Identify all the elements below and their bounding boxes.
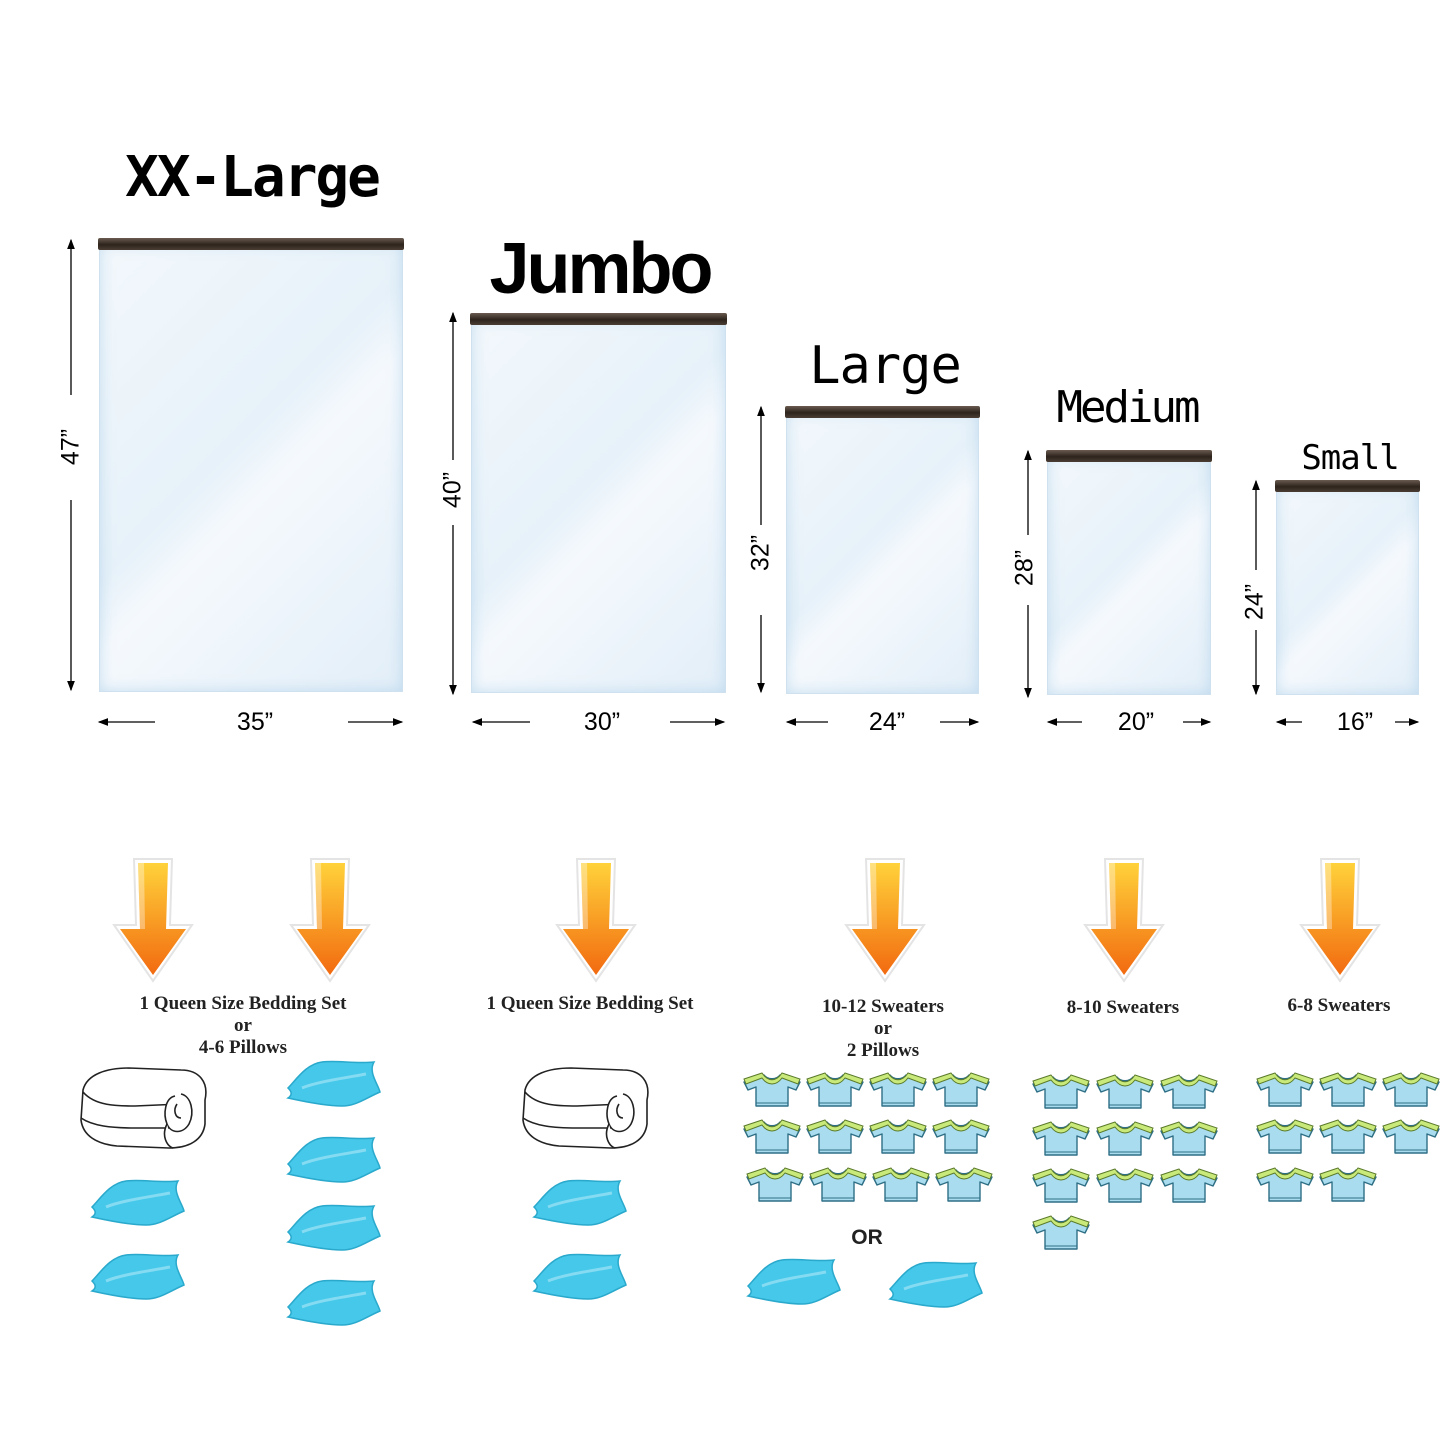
title-large: Large <box>809 336 962 396</box>
width-label-xx-large: 35” <box>236 708 274 736</box>
sweater-icon <box>805 1070 865 1114</box>
folded-comforter-icon <box>77 1062 213 1158</box>
capacity-large: 10-12 Sweaters or 2 Pillows <box>822 996 944 1062</box>
sweater-icon <box>1095 1166 1155 1210</box>
down-arrow-icon <box>842 855 927 989</box>
sweater-icon <box>1318 1117 1378 1161</box>
sweater-icon <box>868 1070 928 1114</box>
capacity-line: 1 Queen Size Bedding Set <box>139 993 347 1014</box>
capacity-line: 10-12 Sweaters <box>822 996 944 1017</box>
title-xx-large: XX-Large <box>125 145 381 210</box>
zipper <box>1275 480 1420 492</box>
width-label-large: 24” <box>868 708 906 736</box>
pillow-icon <box>282 1134 384 1190</box>
sweater-icon <box>1255 1117 1315 1161</box>
width-label-small: 16” <box>1336 708 1374 736</box>
capacity-line: 1 Queen Size Bedding Set <box>486 993 694 1014</box>
sweater-icon <box>1031 1119 1091 1163</box>
sweater-icon <box>1095 1119 1155 1163</box>
title-small: Small <box>1301 438 1399 478</box>
down-arrow-icon <box>1297 855 1382 989</box>
capacity-line: 2 Pillows <box>846 1040 920 1061</box>
bag-jumbo <box>470 313 727 693</box>
height-label-large: 32” <box>746 534 775 572</box>
zipper <box>98 238 404 250</box>
height-label-jumbo: 40” <box>438 471 467 509</box>
capacity-or: or <box>234 1015 252 1036</box>
height-label-xx-large: 47” <box>56 428 85 466</box>
capacity-line: 6-8 Sweaters <box>1287 995 1391 1016</box>
sweater-icon <box>1318 1070 1378 1114</box>
folded-comforter-icon <box>519 1062 655 1158</box>
title-medium: Medium <box>1056 382 1201 433</box>
pillow-icon <box>282 1058 384 1114</box>
bag-medium <box>1046 450 1212 695</box>
pillow-icon <box>282 1277 384 1333</box>
sweater-icon <box>805 1117 865 1161</box>
capacity-jumbo: 1 Queen Size Bedding Set <box>487 993 694 1015</box>
pillow-icon <box>86 1251 188 1307</box>
bag-small <box>1275 480 1420 695</box>
capacity-line: 4-6 Pillows <box>198 1037 288 1058</box>
sweater-icon <box>1159 1119 1219 1163</box>
zipper <box>1046 450 1212 462</box>
bag-large <box>785 406 980 694</box>
down-arrow-icon <box>1081 855 1166 989</box>
capacity-small: 6-8 Sweaters <box>1288 995 1391 1017</box>
sweater-icon <box>871 1165 931 1209</box>
sweater-icon <box>868 1117 928 1161</box>
zipper <box>470 313 727 325</box>
zipper <box>785 406 980 418</box>
down-arrow-icon <box>110 855 195 989</box>
capacity-xx-large: 1 Queen Size Bedding Set or 4-6 Pillows <box>140 993 347 1059</box>
sweater-icon <box>1381 1070 1441 1114</box>
capacity-or: or <box>874 1018 892 1039</box>
height-label-medium: 28” <box>1010 549 1039 587</box>
bag-xx-large <box>98 238 404 692</box>
capacity-medium: 8-10 Sweaters <box>1067 997 1179 1019</box>
width-label-jumbo: 30” <box>583 708 621 736</box>
pillow-icon <box>86 1177 188 1233</box>
sweater-icon <box>742 1070 802 1114</box>
down-arrow-icon <box>287 855 372 989</box>
sweater-icon <box>1381 1117 1441 1161</box>
sweater-icon <box>1031 1166 1091 1210</box>
sweater-icon <box>1318 1165 1378 1209</box>
sweater-icon <box>1255 1165 1315 1209</box>
sweater-icon <box>742 1117 802 1161</box>
down-arrow-icon <box>553 855 638 989</box>
sweater-icon <box>1031 1072 1091 1116</box>
capacity-line: 8-10 Sweaters <box>1066 997 1180 1018</box>
height-label-small: 24” <box>1240 583 1269 621</box>
title-jumbo: Jumbo <box>489 229 713 309</box>
dimension-lines <box>67 238 1420 726</box>
sweater-icon <box>745 1165 805 1209</box>
sweater-icon <box>931 1070 991 1114</box>
pillow-icon <box>884 1259 986 1315</box>
or-label: OR <box>851 1226 883 1249</box>
sweater-icon <box>931 1117 991 1161</box>
pillow-icon <box>528 1251 630 1307</box>
sweater-icon <box>1159 1166 1219 1210</box>
sweater-icon <box>1095 1072 1155 1116</box>
sweater-icon <box>1159 1072 1219 1116</box>
sweater-icon <box>934 1165 994 1209</box>
sweater-icon <box>808 1165 868 1209</box>
pillow-icon <box>528 1177 630 1233</box>
sweater-icon <box>1255 1070 1315 1114</box>
width-label-medium: 20” <box>1117 708 1155 736</box>
pillow-icon <box>282 1202 384 1258</box>
pillow-icon <box>742 1256 844 1312</box>
sweater-icon <box>1031 1213 1091 1257</box>
